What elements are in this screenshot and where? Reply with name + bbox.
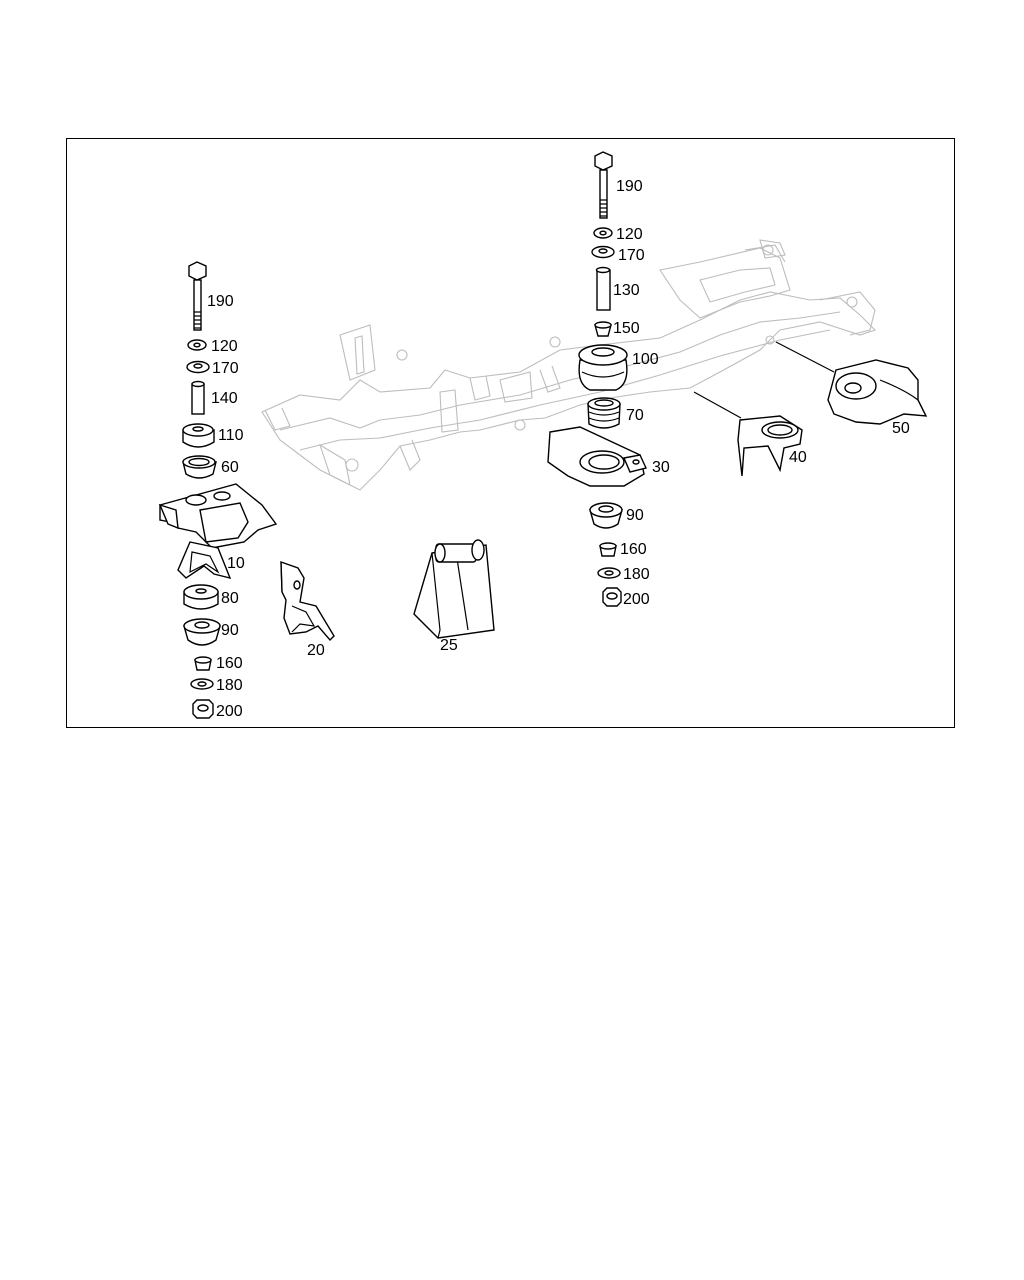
part-200-nut-right bbox=[602, 587, 622, 607]
label-50: 50 bbox=[892, 420, 910, 437]
label-70: 70 bbox=[626, 407, 644, 424]
diagram-border bbox=[66, 138, 955, 728]
label-200-left: 200 bbox=[216, 703, 243, 720]
label-10: 10 bbox=[227, 555, 245, 572]
part-40-bracket bbox=[737, 415, 803, 477]
leader-40 bbox=[693, 391, 742, 419]
part-80-spacer bbox=[183, 584, 219, 610]
label-20: 20 bbox=[307, 642, 325, 659]
part-120-washer-right bbox=[593, 227, 613, 239]
label-120-right: 120 bbox=[616, 226, 643, 243]
label-180-left: 180 bbox=[216, 677, 243, 694]
part-100-mount bbox=[578, 344, 628, 391]
label-60: 60 bbox=[221, 459, 239, 476]
part-30-bracket bbox=[547, 426, 647, 487]
vehicle-frame bbox=[261, 239, 877, 491]
label-160-left: 160 bbox=[216, 655, 243, 672]
part-70-spacer bbox=[587, 397, 621, 429]
part-170-washer-right bbox=[591, 245, 615, 259]
part-140-sleeve bbox=[191, 380, 205, 415]
part-170-washer-left bbox=[186, 360, 210, 374]
label-170-left: 170 bbox=[212, 360, 239, 377]
part-110-mount bbox=[182, 423, 215, 448]
part-160-sleeve-right bbox=[599, 542, 617, 557]
part-90-mount-right bbox=[589, 502, 623, 529]
label-120-left: 120 bbox=[211, 338, 238, 355]
part-130-sleeve bbox=[595, 266, 611, 311]
part-190-bolt-right bbox=[594, 151, 613, 219]
label-140: 140 bbox=[211, 390, 238, 407]
part-50-bracket bbox=[827, 359, 928, 425]
label-160-right: 160 bbox=[620, 541, 647, 558]
part-200-nut-left bbox=[192, 699, 214, 719]
label-190-right: 190 bbox=[616, 178, 643, 195]
part-20-bracket bbox=[280, 560, 335, 642]
label-150: 150 bbox=[613, 320, 640, 337]
label-80: 80 bbox=[221, 590, 239, 607]
label-25: 25 bbox=[440, 637, 458, 654]
label-180-right: 180 bbox=[623, 566, 650, 583]
label-90-left: 90 bbox=[221, 622, 239, 639]
label-170-right: 170 bbox=[618, 247, 645, 264]
part-190-bolt-left bbox=[188, 261, 207, 331]
label-30: 30 bbox=[652, 459, 670, 476]
part-25-mount bbox=[413, 539, 495, 639]
part-160-sleeve-left bbox=[194, 656, 212, 671]
leader-50 bbox=[775, 341, 835, 373]
part-120-washer-left bbox=[187, 339, 207, 351]
label-40: 40 bbox=[789, 449, 807, 466]
part-150-sleeve bbox=[594, 321, 612, 337]
part-90-mount-left bbox=[183, 618, 221, 646]
label-110: 110 bbox=[218, 427, 244, 444]
label-130: 130 bbox=[613, 282, 640, 299]
label-200-right: 200 bbox=[623, 591, 650, 608]
part-labels: 190 120 170 140 110 60 10 80 90 160 180 … bbox=[207, 178, 910, 720]
part-180-washer-right bbox=[597, 567, 621, 579]
part-60-spacer bbox=[182, 455, 217, 479]
part-180-washer-left bbox=[190, 678, 214, 690]
part-10-bracket bbox=[158, 483, 278, 580]
label-190-left: 190 bbox=[207, 293, 234, 310]
label-100: 100 bbox=[632, 351, 659, 368]
label-90-right: 90 bbox=[626, 507, 644, 524]
